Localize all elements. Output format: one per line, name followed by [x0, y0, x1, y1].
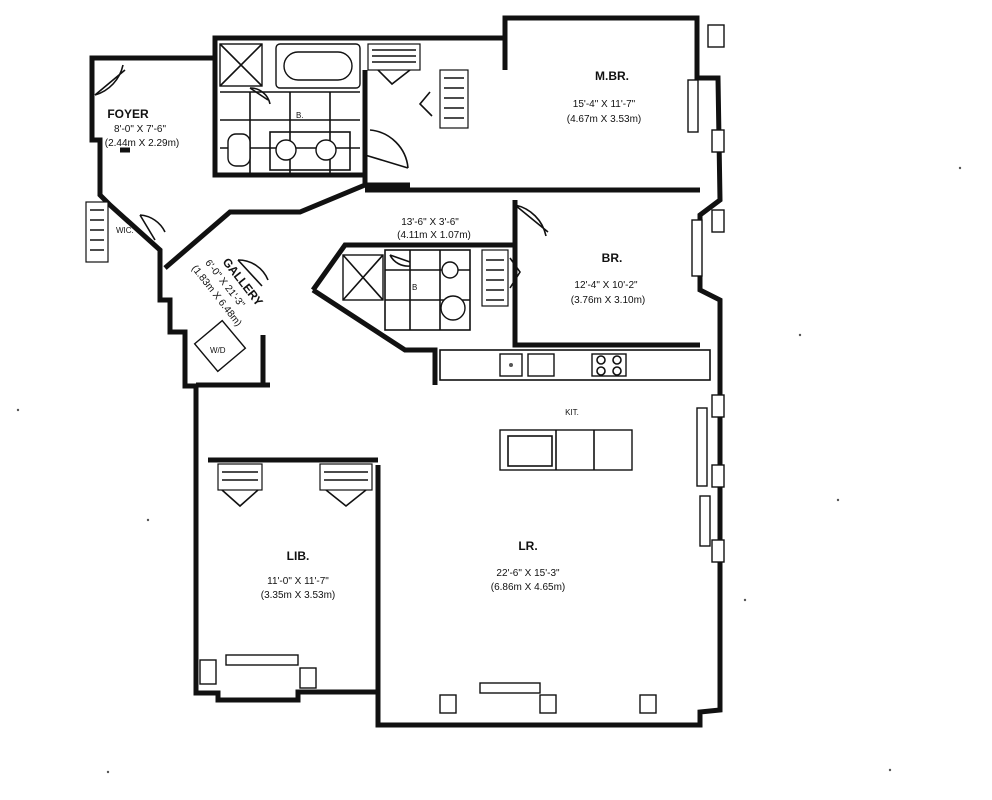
toilet-2	[441, 261, 459, 279]
lib-dim-m: (3.35m X 3.53m)	[261, 590, 335, 601]
scan-specks	[16, 166, 962, 774]
lib-closet-right	[319, 463, 373, 508]
lr-dim-m: (6.86m X 4.65m)	[491, 582, 565, 593]
interior-walls	[120, 38, 700, 692]
cooktop	[591, 353, 627, 377]
wic-door	[139, 214, 166, 241]
lib-closet-left	[217, 463, 263, 508]
kit-label: KIT.	[565, 408, 579, 417]
foyer-label: FOYER	[107, 107, 149, 121]
sink-2	[440, 295, 466, 321]
bath2-label: B	[412, 283, 417, 292]
wd-door	[237, 259, 269, 287]
foyer-dim-m: (2.44m X 2.29m)	[105, 138, 179, 149]
lr-label: LR.	[518, 539, 537, 553]
mbr-label: M.BR.	[595, 69, 629, 83]
sink-1b	[315, 139, 337, 161]
wic-label: WIC.	[116, 226, 134, 235]
br-dim-ft: 12'-4" X 10'-2"	[574, 280, 638, 291]
mbr-dim-ft: 15'-4" X 11'-7"	[573, 99, 636, 110]
foyer-entry-door	[94, 64, 126, 96]
lib-label: LIB.	[287, 549, 310, 563]
bath1-fixtures	[219, 43, 361, 175]
mbr-dim-m: (4.67m X 3.53m)	[567, 114, 641, 125]
washer-dryer	[193, 319, 247, 373]
bath1-label: B.	[296, 111, 304, 120]
wd-label: W/D	[210, 346, 226, 355]
sink-1a	[275, 139, 297, 161]
windows	[225, 79, 711, 694]
bath1-door	[249, 87, 271, 105]
mbr-closet	[367, 43, 469, 129]
wic-closet	[85, 201, 109, 263]
hall-dim-m: (4.11m X 1.07m)	[397, 230, 471, 241]
exterior-walls	[89, 15, 725, 728]
mbr-door	[364, 129, 409, 169]
kitchen	[439, 349, 711, 471]
closets	[85, 43, 521, 508]
bath2-fixtures	[342, 249, 471, 331]
hall-dim-ft: 13'-6" X 3'-6"	[401, 217, 459, 228]
toilet-1	[227, 133, 251, 167]
br-label: BR.	[602, 251, 623, 265]
foyer-dim-ft: 8'-0" X 7'-6"	[114, 124, 167, 135]
br-dim-m: (3.76m X 3.10m)	[571, 295, 645, 306]
br-door	[514, 204, 549, 237]
lib-dim-ft: 11'-0" X 11'-7"	[267, 576, 329, 587]
kitchen-counter	[439, 349, 711, 381]
doors	[94, 64, 549, 287]
bath2-door	[389, 254, 411, 267]
br-closet	[481, 249, 521, 307]
lr-dim-ft: 22'-6" X 15'-3"	[496, 568, 560, 579]
